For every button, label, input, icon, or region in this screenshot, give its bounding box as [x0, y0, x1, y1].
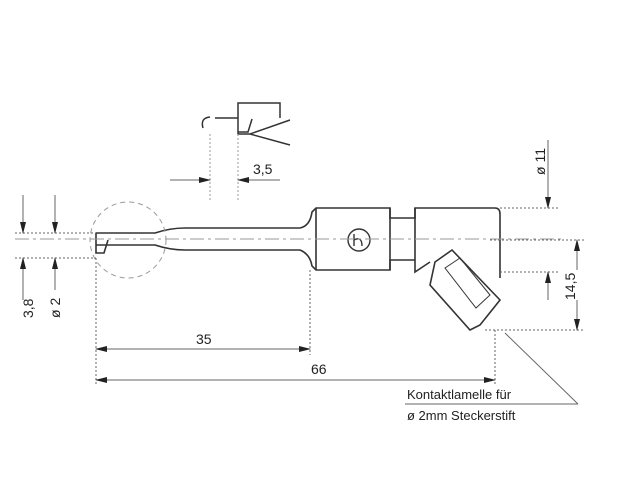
brand-logo-glyph-icon [353, 234, 363, 247]
detail-circle-icon [89, 201, 167, 279]
brand-logo-icon [347, 228, 371, 252]
annotation-line-1: Kontaktlamelle für [407, 387, 512, 402]
test-clip-body [95, 207, 502, 331]
dim-hook-offset: 3,5 [253, 161, 273, 177]
left-dimensions [15, 195, 96, 300]
right-dimensions [485, 140, 585, 331]
bottom-dimensions [95, 258, 579, 405]
dim-tip-height: 3,8 [20, 298, 36, 318]
hook-detail-view [170, 102, 291, 200]
dim-body-diameter: ø 11 [532, 148, 548, 175]
dim-socket-offset: 14,5 [562, 273, 578, 300]
dim-tip-diameter: ø 2 [47, 298, 63, 318]
dim-overall-length: 66 [311, 361, 327, 377]
dim-shaft-length: 35 [196, 331, 212, 347]
annotation-line-2: ø 2mm Steckerstift [407, 408, 516, 423]
